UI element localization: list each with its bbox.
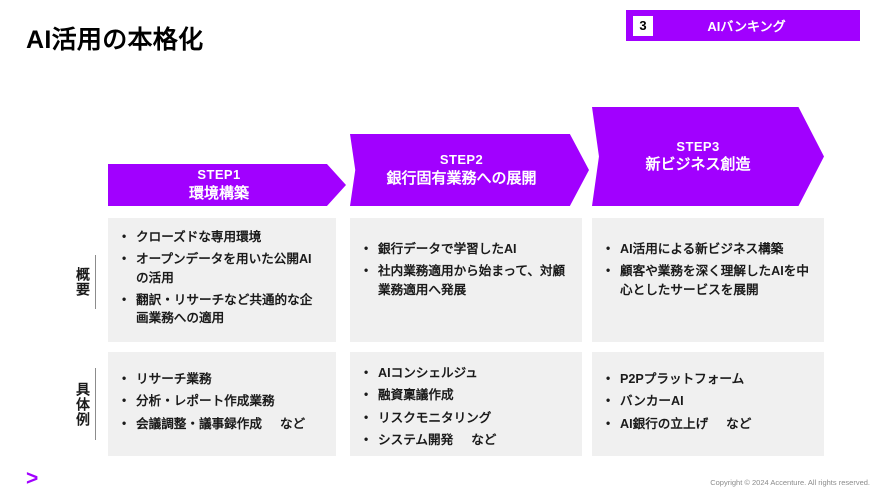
- row-label-overview-rule: [95, 255, 96, 309]
- list-item-text: バンカーAI: [620, 394, 684, 409]
- step-1-name: 環境構築: [188, 184, 249, 202]
- list-item-suffix: など: [279, 416, 306, 431]
- row-label-examples: 具体例: [50, 368, 96, 440]
- list-item: AI活用による新ビジネス構築: [606, 240, 810, 258]
- step-3-name: 新ビジネス創造: [645, 156, 751, 174]
- list-item-text: AI銀行の立上げ: [620, 416, 709, 431]
- list-item: 会議調整・議事録作成 など: [122, 415, 322, 433]
- step-1-id: STEP1: [197, 167, 241, 183]
- list-item: バンカーAI: [606, 392, 810, 410]
- examples-panel-step-3: P2Pプラットフォーム バンカーAI AI銀行の立上げ など: [592, 352, 824, 456]
- step-chevron-1: STEP1 環境構築: [108, 164, 346, 206]
- list-item-suffix: など: [471, 432, 497, 447]
- list-item-text: 融資稟議作成: [378, 388, 454, 403]
- list-item: 顧客や業務を深く理解したAIを中心としたサービスを展開: [606, 262, 810, 299]
- step-3-id: STEP3: [676, 138, 720, 154]
- list-item-text: P2Pプラットフォーム: [620, 372, 745, 386]
- list-item: AIコンシェルジュ: [364, 364, 568, 382]
- step-2-id: STEP2: [439, 152, 484, 168]
- examples-list-step-1: リサーチ業務 分析・レポート作成業務 会議調整・議事録作成 など: [122, 370, 322, 433]
- list-item: リスクモニタリング: [364, 409, 568, 427]
- step-chevron-2: STEP2 銀行固有業務への展開: [350, 134, 589, 206]
- row-label-overview-text: 概要: [75, 267, 91, 297]
- list-item: AI銀行の立上げ など: [606, 415, 810, 433]
- list-item: リサーチ業務: [122, 370, 322, 388]
- overview-list-step-3: AI活用による新ビジネス構築 顧客や業務を深く理解したAIを中心としたサービスを…: [606, 240, 810, 299]
- overview-list-step-1: クローズドな専用環境 オープンデータを用いた公開AIの活用 翻訳・リサーチなど共…: [122, 228, 322, 327]
- row-label-examples-rule: [95, 368, 96, 440]
- list-item-text: 分析・レポート作成業務: [136, 394, 275, 409]
- section-title-label: AIバンキング: [707, 19, 786, 34]
- step-2-name: 銀行固有業務への展開: [386, 169, 537, 187]
- overview-panel-step-3: AI活用による新ビジネス構築 顧客や業務を深く理解したAIを中心としたサービスを…: [592, 218, 824, 342]
- row-label-overview: 概要: [50, 255, 96, 309]
- list-item: オープンデータを用いた公開AIの活用: [122, 250, 322, 287]
- list-item: P2Pプラットフォーム: [606, 370, 810, 388]
- list-item-suffix: など: [726, 416, 752, 431]
- list-item: 社内業務適用から始まって、対顧業務適用へ発展: [364, 262, 568, 299]
- list-item-text: 会議調整・議事録作成: [136, 416, 262, 431]
- accenture-greater-than-logo: >: [26, 467, 39, 490]
- copyright-text: Copyright © 2024 Accenture. All rights r…: [710, 478, 870, 487]
- examples-panel-step-2: AIコンシェルジュ 融資稟議作成 リスクモニタリング システム開発 など: [350, 352, 582, 456]
- examples-list-step-2: AIコンシェルジュ 融資稟議作成 リスクモニタリング システム開発 など: [364, 364, 568, 449]
- list-item-text: システム開発: [378, 432, 454, 447]
- overview-panel-step-1: クローズドな専用環境 オープンデータを用いた公開AIの活用 翻訳・リサーチなど共…: [108, 218, 336, 342]
- list-item: 銀行データで学習したAI: [364, 240, 568, 258]
- page-title: AI活用の本格化: [26, 26, 204, 54]
- list-item-text: リサーチ業務: [136, 372, 212, 386]
- list-item-text: AIコンシェルジュ: [378, 366, 478, 380]
- list-item-text: リスクモニタリング: [378, 410, 492, 425]
- step-chevron-3: STEP3 新ビジネス創造: [592, 107, 824, 206]
- overview-panel-step-2: 銀行データで学習したAI 社内業務適用から始まって、対顧業務適用へ発展: [350, 218, 582, 342]
- header-section-tag: 3 AIバンキング: [626, 10, 860, 41]
- row-label-examples-text: 具体例: [75, 381, 91, 427]
- list-item: 分析・レポート作成業務: [122, 392, 322, 410]
- list-item: クローズドな専用環境: [122, 228, 322, 246]
- overview-list-step-2: 銀行データで学習したAI 社内業務適用から始まって、対顧業務適用へ発展: [364, 240, 568, 299]
- examples-panel-step-1: リサーチ業務 分析・レポート作成業務 会議調整・議事録作成 など: [108, 352, 336, 456]
- section-number-badge: 3: [633, 15, 653, 36]
- list-item: 融資稟議作成: [364, 386, 568, 404]
- examples-list-step-3: P2Pプラットフォーム バンカーAI AI銀行の立上げ など: [606, 370, 810, 433]
- list-item: 翻訳・リサーチなど共通的な企画業務への適用: [122, 291, 322, 328]
- list-item: システム開発 など: [364, 431, 568, 449]
